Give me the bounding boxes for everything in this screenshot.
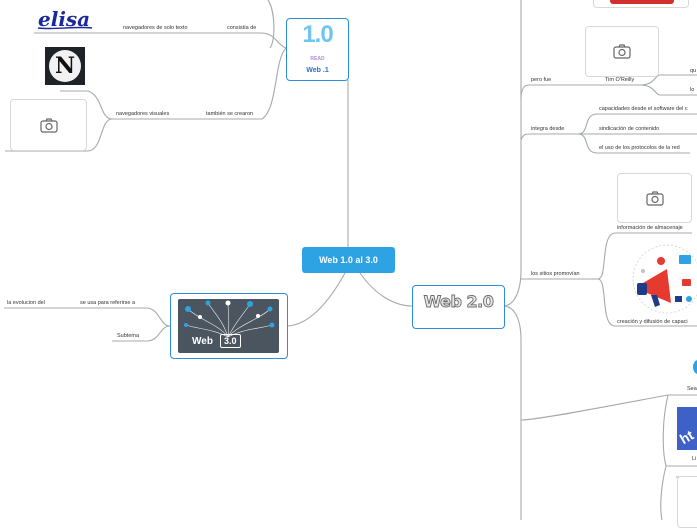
label-text-browsers: navegadores de solo texto — [123, 25, 188, 31]
netscape-logo: N — [45, 47, 85, 85]
label-consist: consistía de — [227, 25, 257, 31]
elisa-underline — [37, 26, 93, 30]
central-topic-label: Web 1.0 al 3.0 — [319, 255, 378, 265]
link-central-web2 — [359, 272, 413, 307]
web2-logo: Web 2.0 — [423, 292, 494, 312]
label-tim-oreilly: Tim O'Reilly — [605, 77, 635, 83]
netscape-logo-letter: N — [49, 50, 81, 82]
label-pero-fue: pero fue — [531, 77, 552, 83]
camera-icon — [645, 190, 664, 206]
label-almacenaje: información de almacenaje — [617, 225, 683, 231]
link-central-web3 — [286, 272, 346, 327]
link-web1-created — [202, 47, 287, 120]
http-image-fragment: ht — [677, 407, 697, 450]
topic-web3[interactable]: Web 3.0 — [170, 293, 288, 359]
label-qu: qu — [690, 68, 697, 74]
megaphone-icon — [632, 244, 697, 314]
elisa-logo: elisa — [38, 7, 91, 31]
label-sitios-promovian: los sitios promovían — [531, 271, 580, 277]
image-placeholder-visual[interactable] — [10, 99, 87, 151]
topic-web1[interactable]: 1.0 READ Web .1 — [286, 18, 349, 81]
label-subtema: Subtema — [117, 333, 140, 339]
image-fragment-top — [593, 0, 689, 8]
web2-trunk-down — [502, 305, 522, 520]
label-sea: Sea — [687, 386, 697, 392]
web3-logo-badge: 3.0 — [220, 334, 241, 348]
red-logo-fragment — [610, 0, 674, 4]
label-sindicacion: sindicación de contenido — [599, 126, 660, 132]
link-web3-subtema — [112, 325, 171, 342]
label-visual-browsers: navegadores visuales — [116, 111, 170, 117]
network-icon — [184, 300, 275, 338]
megaphone-illustration — [627, 243, 697, 316]
label-lo: lo — [690, 87, 695, 93]
label-protocolos: el uso de los protocolos de la red — [599, 145, 680, 151]
camera-icon — [39, 117, 58, 133]
link-web1-consist — [224, 32, 287, 49]
camera-icon — [613, 44, 631, 59]
image-placeholder-almacenaje[interactable] — [617, 173, 692, 223]
web1-badge-read: READ — [310, 56, 325, 62]
label-refer: se usa para referirse a — [80, 300, 136, 306]
web3-image: Web 3.0 — [178, 299, 279, 353]
web1-title: Web .1 — [306, 67, 329, 74]
label-created: también se crearon — [206, 111, 254, 117]
label-evolution: la evolucion del — [7, 300, 45, 306]
web3-logo-word: Web — [192, 336, 213, 347]
web1-badge-number: 1.0 — [302, 21, 333, 48]
http-letters: ht — [677, 426, 697, 448]
label-li: Li — [692, 456, 697, 462]
topic-web2[interactable]: Web 2.0 — [412, 285, 505, 329]
label-integra-desde: integra desde — [531, 126, 565, 132]
image-fragment-bottom — [677, 476, 697, 528]
link-web3-refer — [78, 307, 171, 327]
search-image-fragment — [693, 360, 697, 374]
label-difusion: creación y difusión de capaci — [617, 319, 688, 325]
central-topic[interactable]: Web 1.0 al 3.0 — [302, 247, 395, 273]
label-capacidades: capacidades desde el software del c — [599, 106, 688, 112]
image-placeholder-oreilly[interactable] — [585, 26, 659, 77]
